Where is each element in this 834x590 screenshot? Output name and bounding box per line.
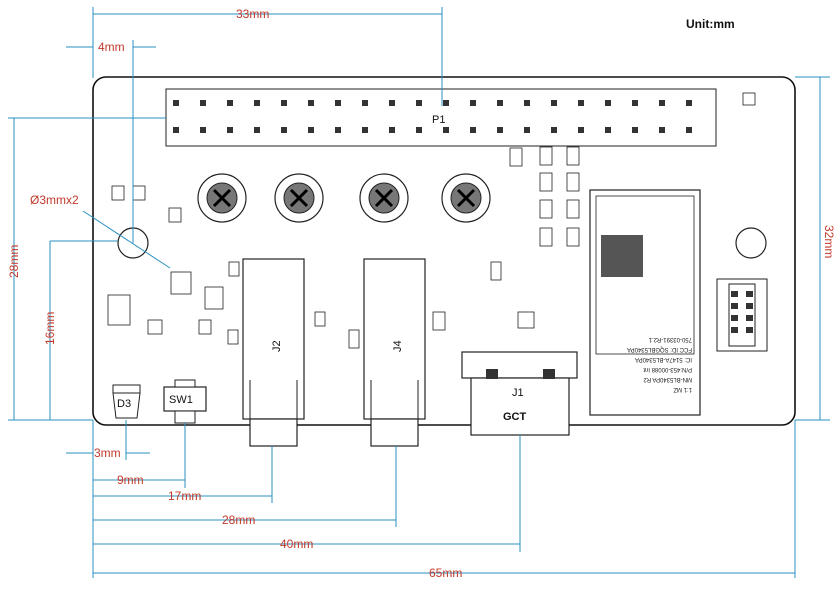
jack-j2: J2 (242, 258, 305, 447)
module-text-2: MN-BL5340PA R2 (643, 376, 692, 382)
header-pin (497, 100, 503, 106)
dim-28mm-horizontal: 28mm (222, 513, 255, 527)
header-pin (200, 100, 206, 106)
small-components (107, 92, 756, 349)
header-pin (227, 100, 233, 106)
dim-28mm-vertical: 28mm (7, 245, 21, 278)
header-pin (254, 100, 260, 106)
header-pin (632, 127, 638, 133)
header-pin (200, 127, 206, 133)
inductor-2 (274, 173, 324, 223)
header-pin (335, 100, 341, 106)
header-pin (497, 127, 503, 133)
header-pin (443, 127, 449, 133)
header-pin (470, 100, 476, 106)
header-pin (308, 127, 314, 133)
inductor-4 (441, 173, 491, 223)
switch-sw1-label: SW1 (169, 394, 193, 406)
header-pin (578, 100, 584, 106)
header-pin (443, 100, 449, 106)
jack-j2-label: J2 (271, 340, 283, 352)
header-pin (416, 127, 422, 133)
header-pin (416, 100, 422, 106)
header-pin (308, 100, 314, 106)
side-connector (716, 278, 768, 352)
header-pin (659, 127, 665, 133)
dim-33mm: 33mm (236, 7, 269, 21)
header-pin (686, 127, 692, 133)
header-pin (605, 100, 611, 106)
header-pin (524, 100, 530, 106)
header-pin (227, 127, 233, 133)
header-pin (362, 100, 368, 106)
header-pin (389, 127, 395, 133)
header-pin (524, 127, 530, 133)
header-p1-label: P1 (432, 114, 445, 126)
dimension-lines (8, 7, 830, 578)
header-pin (389, 100, 395, 106)
jack-j4-label: J4 (392, 340, 404, 352)
led-d3: D3 (112, 384, 141, 419)
usb-j1-label: J1 (512, 387, 524, 399)
header-pin (362, 127, 368, 133)
dim-4mm: 4mm (98, 40, 125, 54)
led-d3-label: D3 (117, 398, 131, 410)
inductor-3 (359, 173, 409, 223)
dim-9mm: 9mm (117, 473, 144, 487)
header-pin (173, 100, 179, 106)
header-pin (578, 127, 584, 133)
header-pin (335, 127, 341, 133)
module-text-3: P/N:453-00088 Int (643, 366, 692, 372)
header-pin (551, 127, 557, 133)
dim-32mm-vertical: 32mm (822, 225, 834, 258)
switch-sw1: SW1 (163, 379, 207, 424)
qr-code (601, 235, 643, 277)
module-text-1: 1:1 MZ (673, 386, 692, 392)
unit-label: Unit:mm (686, 17, 735, 31)
module-text-6: 750-03391-R2.1 (648, 336, 692, 342)
dim-hole: Ø3mmx2 (30, 193, 79, 207)
header-pin (173, 127, 179, 133)
header-pin (659, 100, 665, 106)
header-pin (686, 100, 692, 106)
bluetooth-module: 1:1 MZ MN-BL5340PA R2 P/N:453-00088 Int … (589, 189, 701, 416)
mounting-hole-right (735, 227, 767, 259)
header-pin (281, 127, 287, 133)
jack-j4: J4 (363, 258, 426, 447)
header-pin (254, 127, 260, 133)
dim-40mm: 40mm (280, 537, 313, 551)
header-pin (281, 100, 287, 106)
module-text-5: FCC ID: SQGBL5340PA (627, 346, 692, 352)
inductor-1 (197, 173, 247, 223)
dim-3mm: 3mm (94, 446, 121, 460)
header-pin (470, 127, 476, 133)
header-pin (551, 100, 557, 106)
usb-connector-j1: J1 GCT (461, 351, 578, 436)
usb-brand-label: GCT (503, 411, 527, 423)
module-text-4: IC: 5147A-BL5340PA (635, 356, 692, 362)
dim-17mm: 17mm (168, 489, 201, 503)
dim-16mm-vertical: 16mm (43, 312, 57, 345)
dim-65mm: 65mm (429, 566, 462, 580)
header-pin (632, 100, 638, 106)
header-pin (605, 127, 611, 133)
